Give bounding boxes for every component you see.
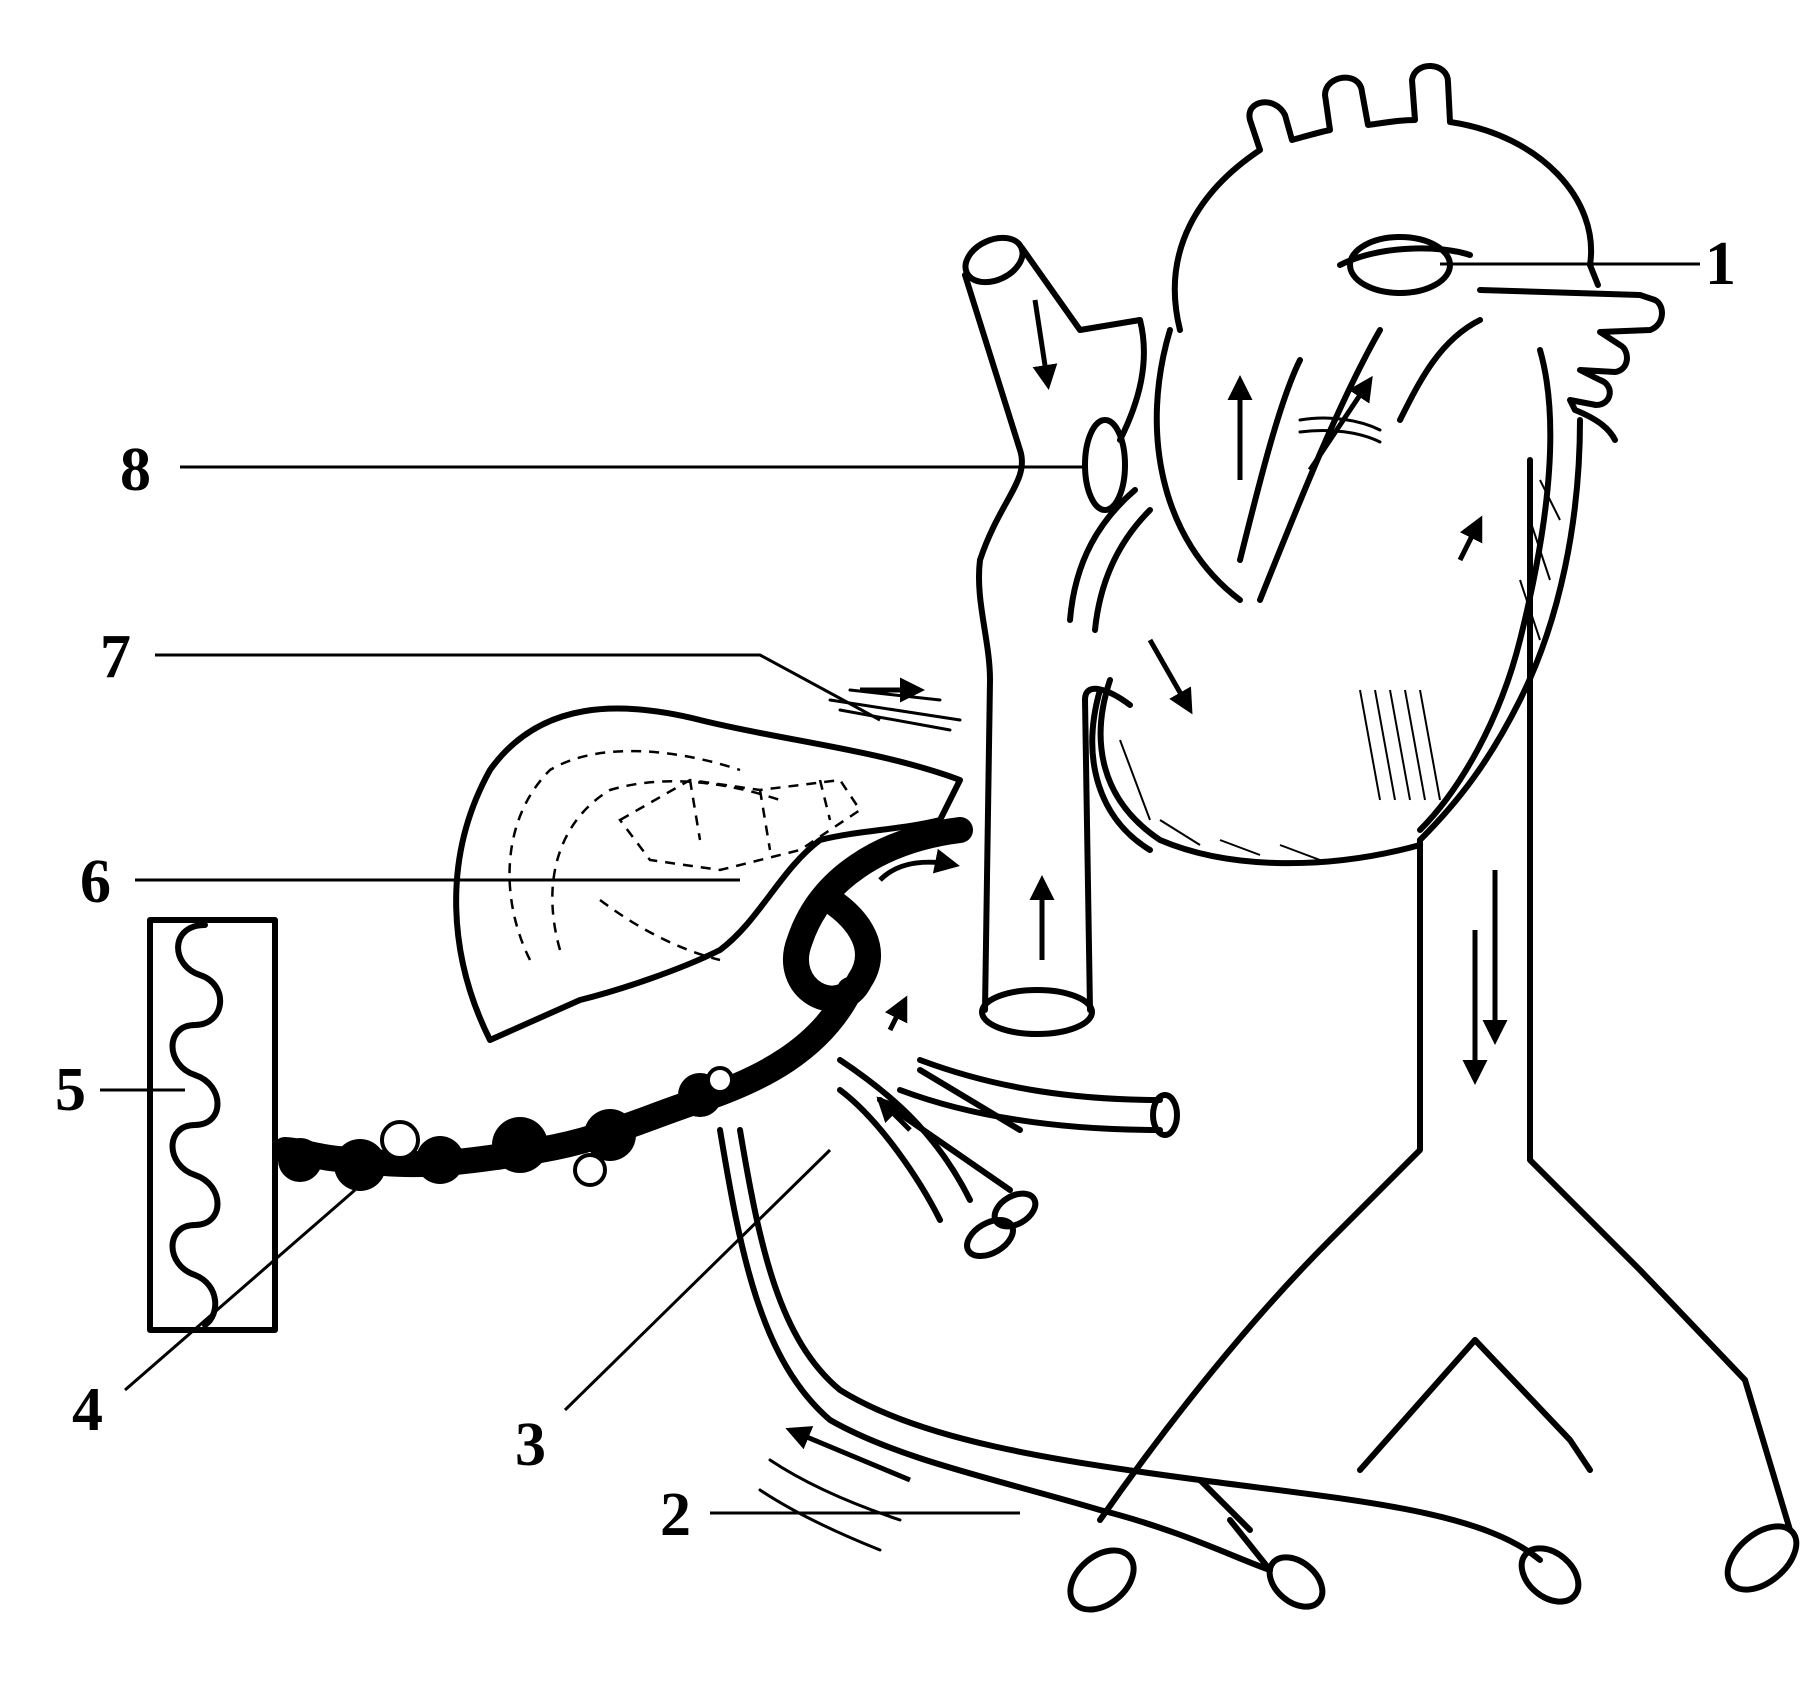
label-2: 2 (660, 1481, 691, 1549)
label-5: 5 (55, 1056, 86, 1124)
descending-aorta (1067, 457, 1800, 1613)
label-4: 4 (72, 1376, 103, 1444)
label-1: 1 (1705, 230, 1736, 298)
label-3: 3 (515, 1411, 546, 1479)
foramen-ovale (1082, 417, 1128, 513)
heart (1089, 63, 1665, 867)
inferior-vena-cava (979, 677, 1133, 1037)
leader-lines (100, 262, 1700, 1515)
visceral-vessels (837, 1057, 1180, 1260)
ductus-venosus (783, 817, 973, 1032)
liver (453, 677, 963, 1043)
umbilical-arteries (717, 1127, 1543, 1573)
superior-vena-cava (962, 234, 1153, 683)
number-labels: 1 2 3 4 5 6 7 8 (55, 230, 1736, 1549)
label-8: 8 (120, 436, 151, 504)
label-7: 7 (100, 623, 131, 691)
label-6: 6 (80, 848, 111, 916)
placenta (147, 917, 278, 1333)
umbilical-vein (272, 977, 863, 1191)
